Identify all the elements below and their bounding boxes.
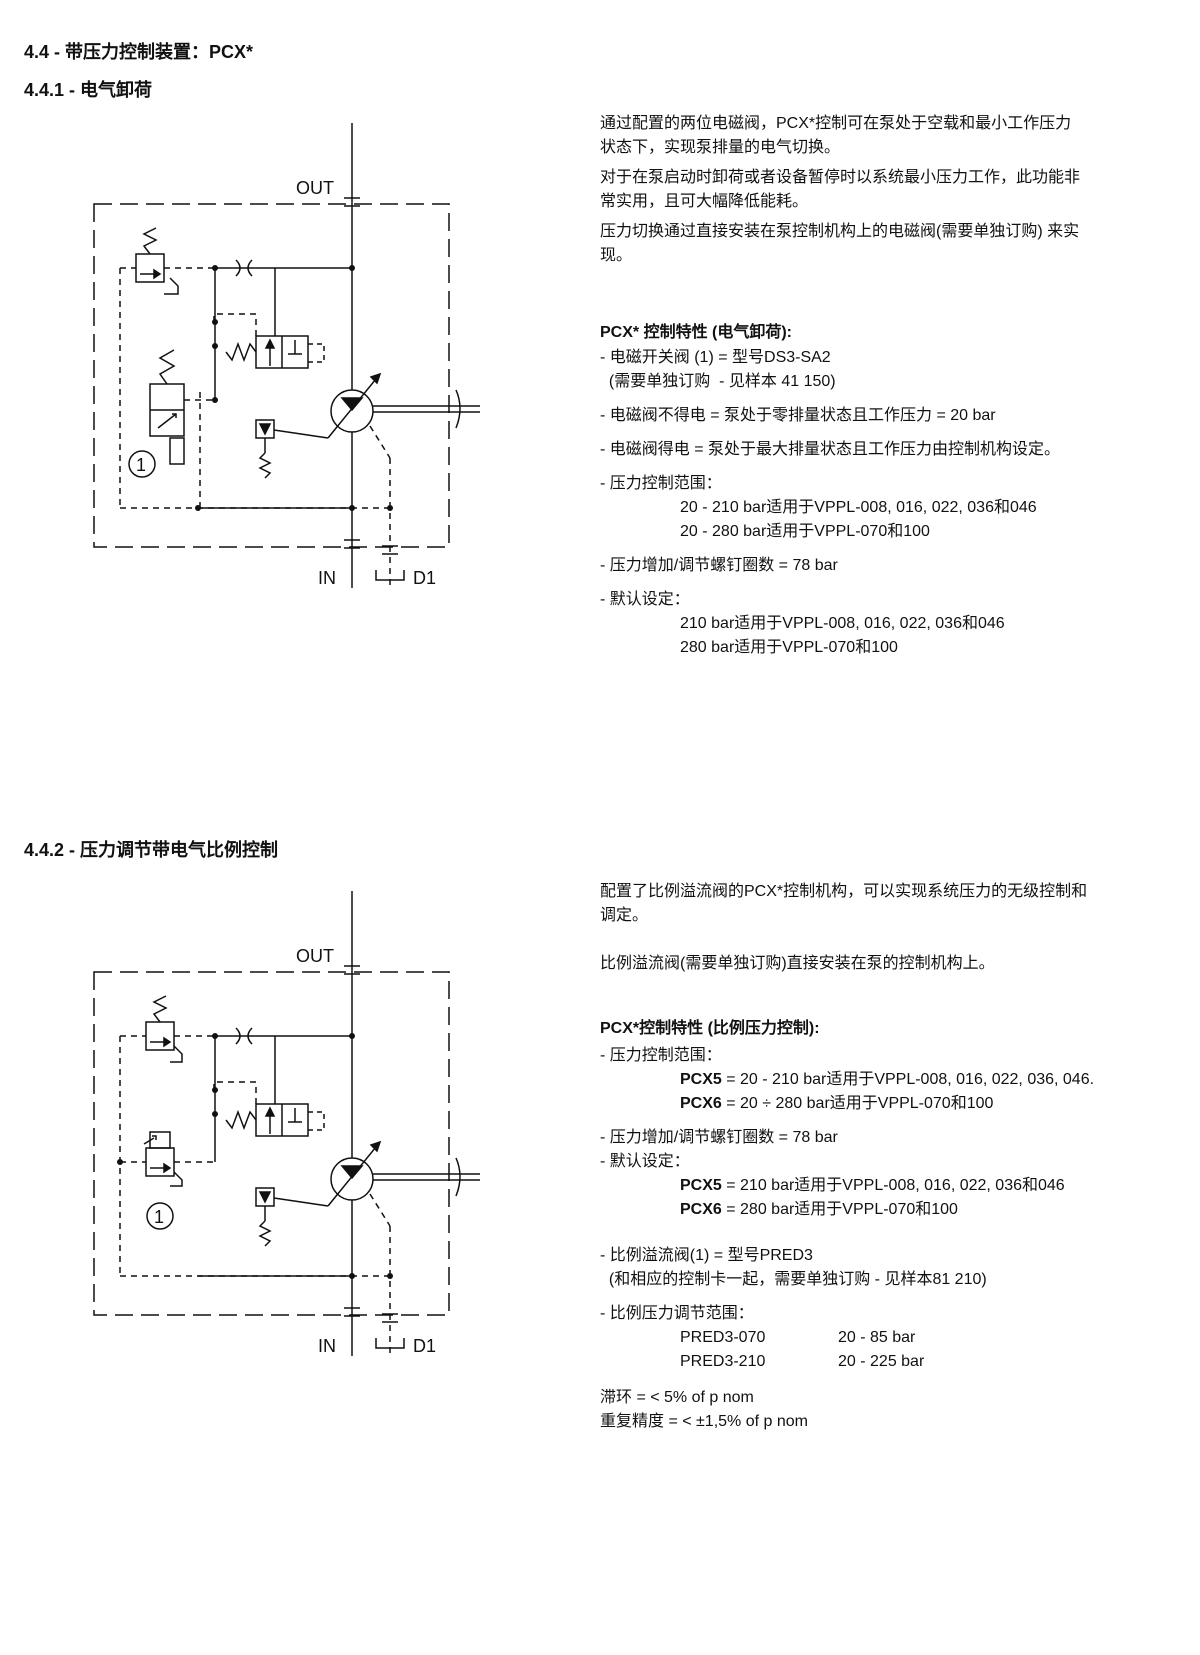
hydraulic-schematic-proportional: OUT IN D1 1: [93, 891, 480, 1356]
intro-line: 调定。: [600, 907, 649, 924]
spec-title-proportional: PCX*控制特性 (比例压力控制):: [600, 1020, 820, 1037]
port-d1-label: D1: [413, 568, 436, 588]
spec-line-pcx5-default: PCX5 = 210 bar适用于VPPL-008, 016, 022, 036…: [600, 1174, 1195, 1198]
pcx6-default: = 280 bar适用于VPPL-070和100: [721, 1201, 958, 1218]
model-name: PRED3-210: [680, 1353, 766, 1370]
spec-line: (和相应的控制卡一起，需要单独订购 - 见样本81 210): [600, 1271, 987, 1288]
spec-list-electric-unloading: - 电磁开关阀 (1) = 型号DS3-SA2 (需要单独订购 - 见样本 41…: [600, 346, 1190, 660]
spec-list-proportional: - 压力控制范围： PCX5 = 20 - 210 bar适用于VPPL-008…: [600, 1044, 1195, 1434]
spec-line: - 电磁阀不得电 = 泵处于零排量状态且工作压力 = 20 bar: [600, 407, 996, 424]
pcx6-name: PCX6: [680, 1095, 722, 1112]
spec-line: 20 - 280 bar适用于VPPL-070和100: [680, 523, 930, 540]
intro-line: 常实用，且可大幅降低能耗。: [600, 193, 809, 210]
spec-line: 20 - 210 bar适用于VPPL-008, 016, 022, 036和0…: [680, 499, 1037, 516]
port-in-label: IN: [318, 568, 336, 588]
model-name: PRED3-070: [680, 1329, 766, 1346]
subsection-title-electric-unloading: 4.4.1 - 电气卸荷: [24, 80, 153, 100]
intro-line: 对于在泵启动时卸荷或者设备暂停时以系统最小压力工作，此功能非: [600, 169, 1081, 186]
subsection-title-proportional: 4.4.2 - 压力调节带电气比例控制: [24, 840, 279, 860]
pcx6-name: PCX6: [680, 1201, 722, 1218]
spec-line: - 压力增加/调节螺钉圈数 = 78 bar: [600, 557, 838, 574]
intro-line: 现。: [600, 247, 633, 264]
spec-line-pcx5: PCX5 = 20 - 210 bar适用于VPPL-008, 016, 022…: [600, 1068, 1195, 1092]
hydraulic-schematic-electric-unloading: OUT IN D1 1: [93, 123, 480, 588]
spec-title-electric-unloading: PCX* 控制特性 (电气卸荷):: [600, 324, 793, 341]
section-title: 4.4 - 带压力控制装置：PCX*: [24, 42, 254, 62]
model-range: 20 - 85 bar: [838, 1329, 916, 1346]
spec-line: 280 bar适用于VPPL-070和100: [680, 639, 898, 656]
callout-1: 1: [136, 455, 146, 475]
intro-electric-unloading: 通过配置的两位电磁阀，PCX*控制可在泵处于空载和最小工作压力 状态下，实现泵排…: [600, 112, 1190, 268]
spec-line: - 默认设定：: [600, 591, 690, 608]
spec-line: - 比例压力调节范围：: [600, 1305, 754, 1322]
hysteresis: 滞环 = < 5% of p nom: [600, 1389, 754, 1406]
spec-line: - 默认设定：: [600, 1153, 690, 1170]
port-in-label: IN: [318, 1336, 336, 1356]
spec-line: - 压力控制范围：: [600, 475, 722, 492]
pcx5-range: = 20 - 210 bar适用于VPPL-008, 016, 022, 036…: [721, 1071, 1095, 1088]
spec-line: - 压力增加/调节螺钉圈数 = 78 bar: [600, 1129, 838, 1146]
port-out-label: OUT: [296, 178, 334, 198]
spec-line: - 电磁阀得电 = 泵处于最大排量状态且工作压力由控制机构设定。: [600, 441, 1061, 458]
intro-proportional: 配置了比例溢流阀的PCX*控制机构，可以实现系统压力的无级控制和 调定。 比例溢…: [600, 880, 1195, 976]
intro-line: 比例溢流阀(需要单独订购)直接安装在泵的控制机构上。: [600, 955, 995, 972]
spec-line: - 电磁开关阀 (1) = 型号DS3-SA2: [600, 349, 831, 366]
intro-line: 状态下，实现泵排量的电气切换。: [600, 139, 841, 156]
spec-line: 210 bar适用于VPPL-008, 016, 022, 036和046: [680, 615, 1005, 632]
intro-line: 压力切换通过直接安装在泵控制机构上的电磁阀(需要单独订购) 来实: [600, 223, 1080, 240]
model-row: PRED3-070 20 - 85 bar: [600, 1326, 1195, 1350]
spec-line: - 比例溢流阀(1) = 型号PRED3: [600, 1247, 813, 1264]
pcx5-name: PCX5: [680, 1177, 722, 1194]
pcx6-range: = 20 ÷ 280 bar适用于VPPL-070和100: [721, 1095, 994, 1112]
spec-line: (需要单独订购 - 见样本 41 150): [600, 373, 836, 390]
pcx5-name: PCX5: [680, 1071, 722, 1088]
intro-line: 配置了比例溢流阀的PCX*控制机构，可以实现系统压力的无级控制和: [600, 883, 1088, 900]
port-out-label: OUT: [296, 946, 334, 966]
model-range: 20 - 225 bar: [838, 1353, 925, 1370]
pcx5-default: = 210 bar适用于VPPL-008, 016, 022, 036和046: [721, 1177, 1065, 1194]
intro-line: 通过配置的两位电磁阀，PCX*控制可在泵处于空载和最小工作压力: [600, 115, 1072, 132]
repeatability: 重复精度 = < ±1,5% of p nom: [600, 1413, 808, 1430]
model-row: PRED3-210 20 - 225 bar: [600, 1350, 1195, 1374]
spec-line-pcx6: PCX6 = 20 ÷ 280 bar适用于VPPL-070和100: [600, 1092, 1195, 1116]
port-d1-label: D1: [413, 1336, 436, 1356]
callout-1: 1: [154, 1207, 164, 1227]
spec-line-pcx6-default: PCX6 = 280 bar适用于VPPL-070和100: [600, 1198, 1195, 1222]
spec-line: - 压力控制范围：: [600, 1047, 722, 1064]
